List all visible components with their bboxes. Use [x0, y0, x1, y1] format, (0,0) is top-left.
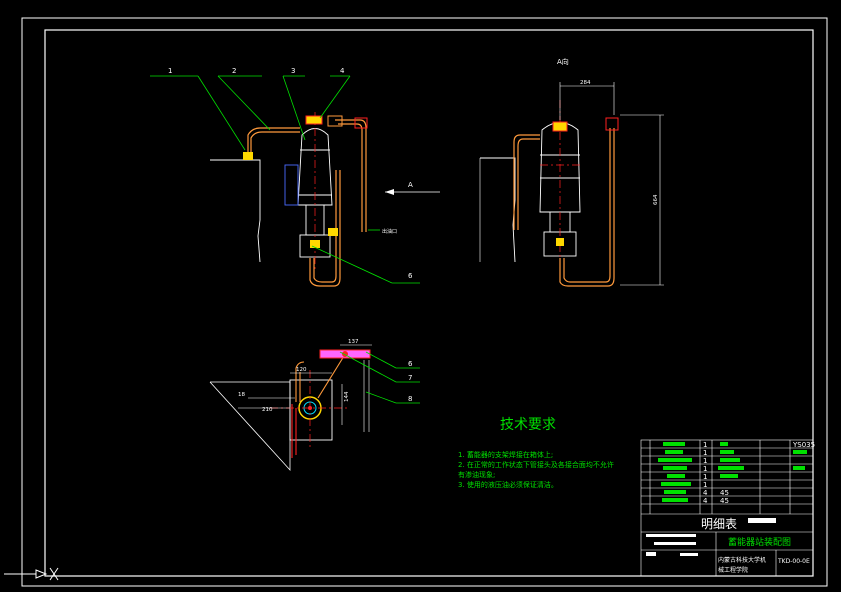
tech-note-3: 3. 使用的液压油必须保证清洁。 — [458, 481, 558, 489]
bom-cell-ys035: YS035 — [793, 441, 816, 449]
bom-cell-45a: 45 — [720, 489, 729, 497]
view-arrow-a: A — [385, 181, 440, 195]
drawing-title: 蓄能器站装配图 — [728, 538, 792, 548]
dim-144: 144 — [344, 391, 350, 402]
dim-210: 210 — [262, 407, 273, 413]
bom-title: 明细表 — [701, 517, 738, 531]
sheet-border — [21, 17, 828, 587]
school-line-1: 内蒙古科技大学机 — [718, 557, 767, 564]
qty-3: 1 — [703, 457, 708, 465]
balloon-8: 8 — [408, 395, 412, 403]
plan-view: 137 120 210 18 144 6 7 8 — [209, 339, 420, 472]
tech-requirements-title: 技术要求 — [500, 417, 556, 433]
balloon-6-front: 6 — [408, 272, 413, 280]
part-number-4: 4 — [340, 67, 345, 75]
dim-284: 284 — [580, 80, 591, 86]
tech-note-1: 1. 蓄能器的支架焊接在箱体上; — [458, 451, 554, 459]
qty-8: 4 — [703, 497, 708, 505]
bom-white-bars — [646, 518, 776, 556]
part-number-2: 2 — [232, 67, 236, 75]
tech-note-2b: 有渗油现象; — [458, 471, 496, 479]
qty-5: 1 — [703, 473, 708, 481]
qty-7: 4 — [703, 489, 708, 497]
ucs-icon — [4, 567, 59, 581]
accumulator-body — [284, 128, 333, 258]
tech-note-2: 2. 在正常的工作状态下管接头及各接合面均不允许 — [458, 461, 614, 469]
view-title-a: A向 — [557, 57, 569, 66]
svg-text:A: A — [408, 181, 413, 189]
dim-664: 664 — [653, 194, 659, 205]
side-view: A向 284 664 — [479, 57, 664, 287]
bom-cell-45b: 45 — [720, 497, 729, 505]
pipework — [247, 119, 367, 287]
bom-table — [640, 439, 814, 577]
front-leaders — [150, 75, 420, 284]
qty-6: 1 — [703, 481, 708, 489]
balloon-6: 6 — [408, 360, 413, 368]
qty-4: 1 — [703, 465, 708, 473]
school-line-2: 械工程学院 — [718, 567, 749, 574]
dim-137: 137 — [348, 339, 359, 345]
qty-2: 1 — [703, 449, 708, 457]
qty-1: 1 — [703, 441, 708, 449]
outlet-label: 出油口 — [382, 228, 397, 235]
part-number-3: 3 — [291, 67, 295, 75]
drawing-number: TKD-00-0E — [778, 558, 810, 565]
bom-fill-bars — [658, 442, 807, 502]
balloon-7: 7 — [408, 374, 412, 382]
dim-18: 18 — [238, 392, 245, 398]
part-number-1: 1 — [168, 67, 172, 75]
front-view: 1 2 3 4 6 出油口 A — [150, 67, 440, 287]
dim-120: 120 — [296, 367, 307, 373]
